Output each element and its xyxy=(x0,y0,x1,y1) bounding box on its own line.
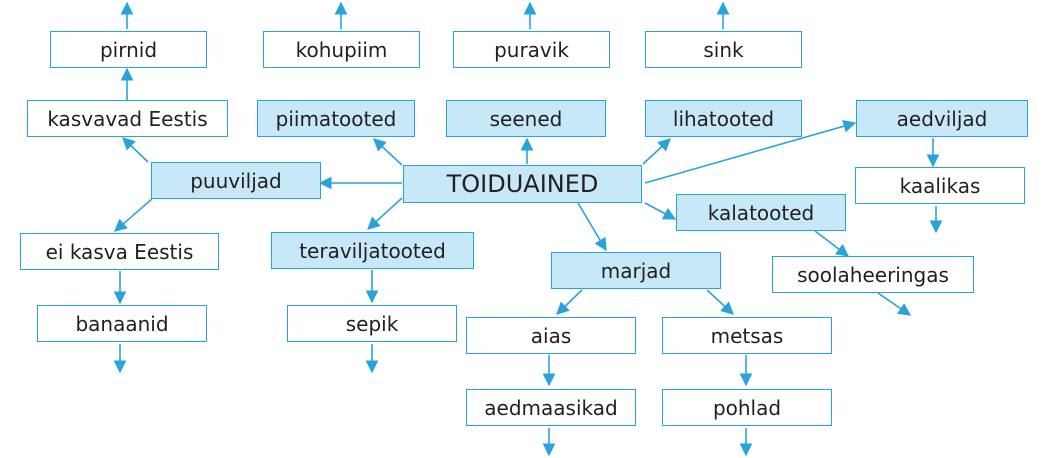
arrow-toiduained-to-kalatooted xyxy=(644,202,677,220)
node-kohupiim: kohupiim xyxy=(263,31,420,68)
node-soolaheeringas: soolaheeringas xyxy=(772,256,974,293)
arrow-puuviljad-to-kasvavad xyxy=(122,137,149,163)
node-pirnid: pirnid xyxy=(50,31,207,68)
arrow-puuviljad-to-ei-kasva xyxy=(114,198,153,232)
node-kasvavad-eestis: kasvavad Eestis xyxy=(27,100,228,137)
node-sepik: sepik xyxy=(287,305,457,342)
node-sink: sink xyxy=(645,31,802,68)
node-aedviljad: aedviljad xyxy=(856,100,1028,137)
node-toiduained: TOIDUAINED xyxy=(403,165,642,203)
node-puravik: puravik xyxy=(453,31,610,68)
node-pohlad: pohlad xyxy=(662,389,832,426)
node-seened: seened xyxy=(446,100,606,137)
node-piimatooted: piimatooted xyxy=(257,100,415,137)
arrow-toiduained-to-piimatooted xyxy=(373,138,403,166)
arrow-kalatooted-to-soolaheeringas xyxy=(814,230,850,257)
node-aedmaasikad: aedmaasikad xyxy=(466,389,636,426)
node-teraviljatooted: teraviljatooted xyxy=(271,232,474,269)
node-metsas: metsas xyxy=(662,317,832,354)
node-ei-kasva-eestis: ei kasva Eestis xyxy=(20,233,219,270)
arrow-soolaheeringas-down xyxy=(877,292,912,316)
arrow-marjad-to-metsas xyxy=(706,289,734,315)
node-marjad: marjad xyxy=(551,252,721,289)
node-kalatooted: kalatooted xyxy=(676,194,846,231)
node-banaanid: banaanid xyxy=(37,305,207,342)
node-lihatooted: lihatooted xyxy=(645,100,802,137)
arrow-toiduained-to-teraviljatooted xyxy=(367,197,403,230)
node-puuviljad: puuviljad xyxy=(151,162,321,199)
arrow-marjad-to-aias xyxy=(556,289,583,315)
node-kaalikas: kaalikas xyxy=(855,167,1025,204)
arrow-toiduained-to-aedviljad xyxy=(644,120,857,184)
arrow-toiduained-to-lihatooted xyxy=(642,138,671,165)
node-aias: aias xyxy=(466,317,636,354)
arrow-toiduained-to-marjad xyxy=(577,202,607,252)
